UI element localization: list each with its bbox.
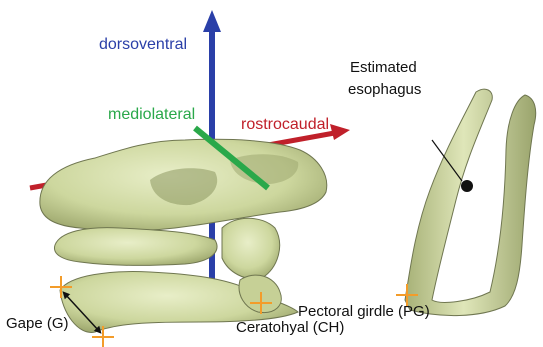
dorsoventral-label: dorsoventral: [99, 37, 187, 53]
gape-label: Gape (G): [6, 316, 69, 331]
rostrocaudal-label: rostrocaudal: [241, 117, 329, 133]
skull: [40, 128, 327, 332]
esophagus-label-line1: Estimated: [350, 60, 417, 75]
ceratohyal-label: Ceratohyal (CH): [236, 320, 344, 335]
pectoral-girdle-label: Pectoral girdle (PG): [298, 304, 430, 319]
mediolateral-label: mediolateral: [108, 107, 195, 123]
pectoral-girdle: [405, 89, 536, 315]
esophagus-marker: [461, 180, 473, 192]
esophagus-label-line2: esophagus: [348, 82, 421, 97]
